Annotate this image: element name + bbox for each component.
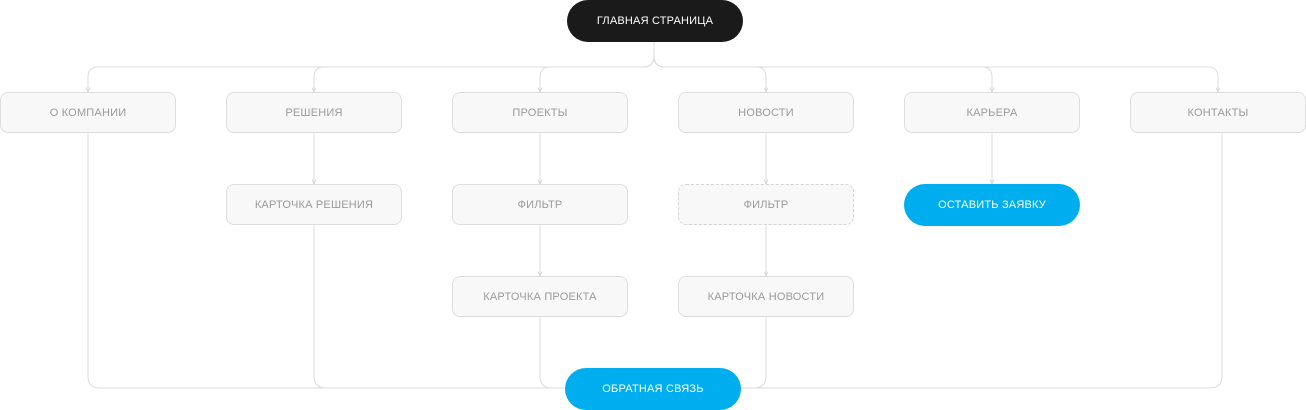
connector-project-card-feedback xyxy=(539,317,566,389)
connector-home-projects xyxy=(540,42,655,92)
node-news-filter[interactable]: ФИЛЬТР xyxy=(678,184,854,225)
connector-home-contacts xyxy=(653,42,1218,92)
connector-solution-card-feedback xyxy=(313,225,566,389)
node-projects[interactable]: ПРОЕКТЫ xyxy=(452,92,628,133)
node-project-card[interactable]: КАРТОЧКА ПРОЕКТА xyxy=(452,276,628,317)
node-careers[interactable]: КАРЬЕРА xyxy=(904,92,1080,133)
connector-about-feedback xyxy=(87,133,566,389)
node-about[interactable]: О КОМПАНИИ xyxy=(0,92,176,133)
connector-contacts-feedback xyxy=(740,133,1223,389)
node-contacts[interactable]: КОНТАКТЫ xyxy=(1130,92,1306,133)
node-projects-filter[interactable]: ФИЛЬТР xyxy=(452,184,628,225)
node-solution-card[interactable]: КАРТОЧКА РЕШЕНИЯ xyxy=(226,184,402,225)
node-news[interactable]: НОВОСТИ xyxy=(678,92,854,133)
node-apply[interactable]: ОСТАВИТЬ ЗАЯВКУ xyxy=(904,184,1080,226)
node-solutions[interactable]: РЕШЕНИЯ xyxy=(226,92,402,133)
connector-news-card-feedback xyxy=(740,317,767,389)
node-news-card[interactable]: КАРТОЧКА НОВОСТИ xyxy=(678,276,854,317)
node-home[interactable]: ГЛАВНАЯ СТРАНИЦА xyxy=(567,0,743,42)
node-feedback[interactable]: ОБРАТНАЯ СВЯЗЬ xyxy=(565,368,741,410)
